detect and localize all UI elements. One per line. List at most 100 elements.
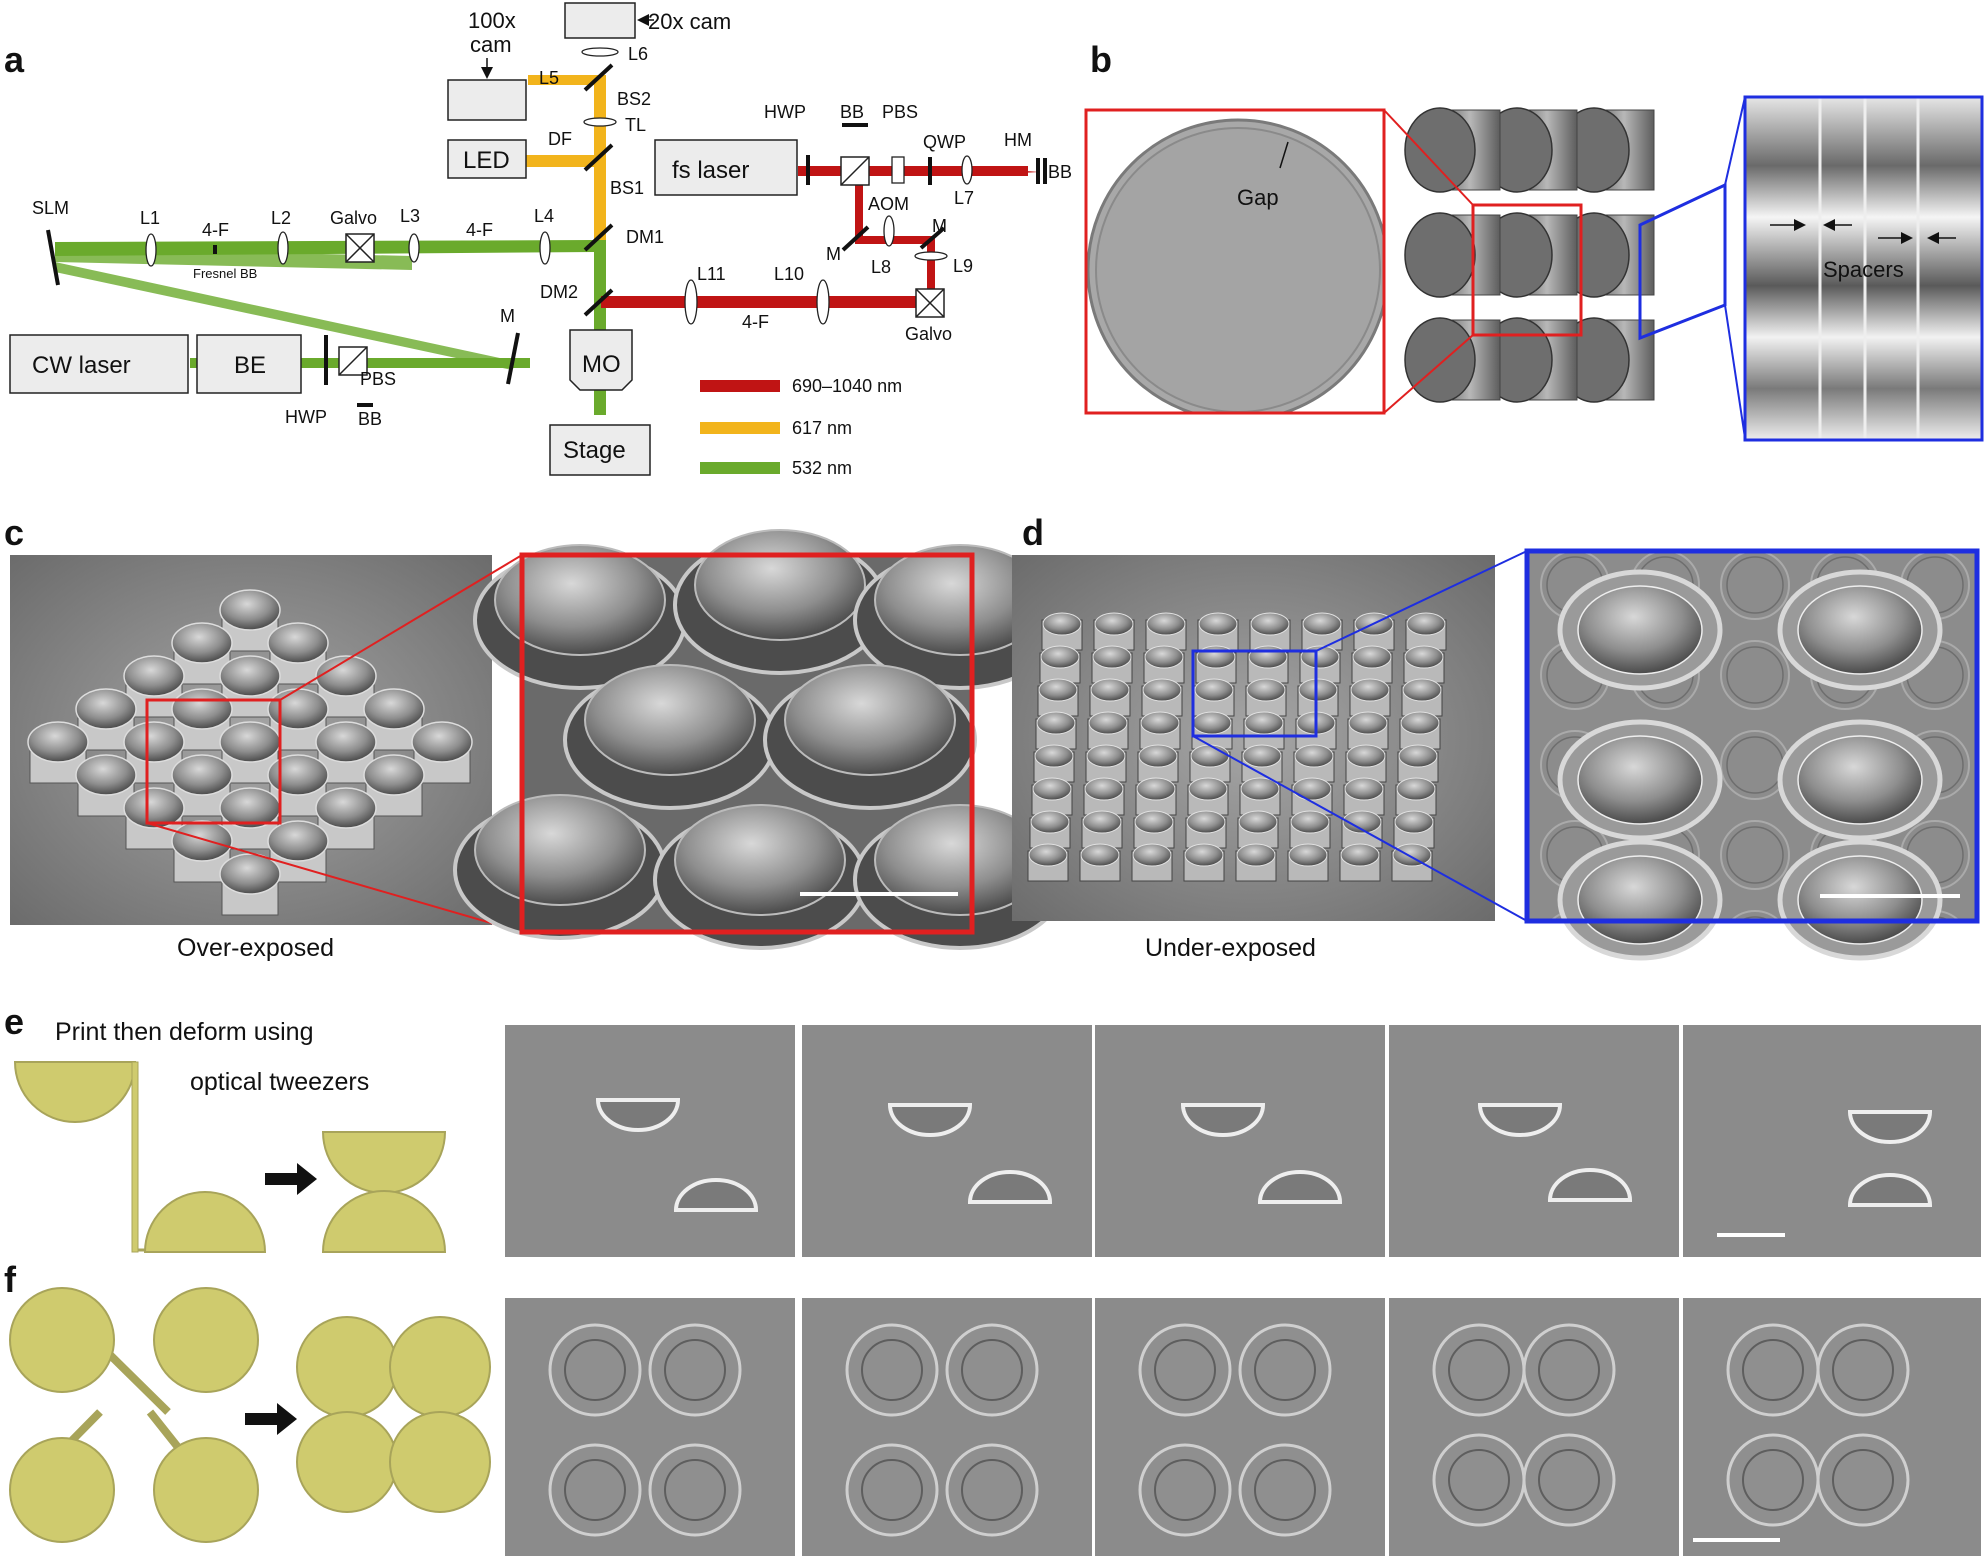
mirrors [46, 63, 1047, 407]
l7-label: L7 [954, 188, 974, 208]
grid-cell-dome [1142, 678, 1182, 702]
grid-cell-dome [1248, 645, 1288, 669]
ring-inner [1254, 1339, 1316, 1401]
cell-dome [123, 721, 185, 763]
connector-red-1 [1383, 109, 1474, 206]
zoom-cell-dome [784, 664, 956, 776]
df-label: DF [548, 129, 572, 149]
grid-cell-dome [1250, 612, 1290, 636]
l1-label: L1 [140, 208, 160, 228]
grid-cell-dome [1186, 810, 1226, 834]
zoom-gap-view: Gap [1084, 108, 1386, 415]
red-beam-path [601, 166, 1040, 308]
bs2 [583, 63, 614, 92]
grid-cell-dome [1396, 777, 1436, 801]
lens-l1 [145, 233, 157, 267]
panel-e-letter: e [4, 1001, 24, 1042]
cubes [338, 156, 945, 376]
camera-20x-box [564, 2, 636, 39]
zoom-cell-lens [1797, 855, 1923, 945]
cell-dome [315, 655, 377, 697]
grid-cell-dome [1244, 711, 1284, 735]
grid-cell-dome [1192, 711, 1232, 735]
grid-cell-dome [1302, 612, 1342, 636]
grid-cell-dome [1406, 612, 1446, 636]
ring-inner [1448, 1339, 1510, 1401]
zoom-cell-lens [1577, 735, 1703, 825]
zoom-cell-dome [694, 529, 866, 641]
slm-mirror [46, 229, 60, 286]
cell-dome [315, 787, 377, 829]
four-disc-printed-shape [9, 1287, 259, 1543]
gap-arrow-line [1279, 141, 1289, 169]
fs-laser-box [654, 139, 798, 196]
sem-c-zoom-frame [519, 552, 975, 935]
sem-c-connector-1 [279, 554, 523, 701]
stage-label: Stage [563, 437, 626, 464]
hwp-fs-label: HWP [764, 102, 806, 122]
ring-inner [961, 1459, 1023, 1521]
lens-l10 [816, 279, 830, 325]
cell-dome [267, 754, 329, 796]
legend-swatch-red [700, 380, 780, 392]
connector-blue-1 [1724, 96, 1746, 186]
semicircle-upper [1180, 1103, 1266, 1137]
semicircle-lower [673, 1178, 759, 1212]
grid-cell-dome [1292, 777, 1332, 801]
yellow-beam-100x [528, 75, 598, 85]
semicircle-upper [595, 1098, 681, 1132]
grid-cell-dome [1136, 777, 1176, 801]
l11-label: L11 [697, 264, 726, 284]
cell-dome [219, 721, 281, 763]
over-exposed-caption: Over-exposed [177, 934, 334, 962]
grid-cell-dome [1340, 843, 1380, 867]
ring-inner [1538, 1449, 1600, 1511]
ring-inner [564, 1459, 626, 1521]
stage-box [549, 424, 651, 476]
ring-inner [1832, 1339, 1894, 1401]
beam-legend: 690–1040 nm 617 nm 532 nm [700, 376, 902, 478]
ring-outer [648, 1443, 742, 1537]
grid-cell-dome [1394, 810, 1434, 834]
grid-cell-dome [1198, 612, 1238, 636]
tweezer-frame-e [505, 1025, 795, 1257]
ring-outer [548, 1443, 642, 1537]
cell-dome [27, 721, 89, 763]
tweezer-frame-e [802, 1025, 1092, 1257]
l2-label: L2 [271, 208, 291, 228]
beam-expander-label: BE [234, 352, 266, 379]
sem-d-connector-1 [1315, 550, 1528, 652]
zoom-cell-lens [1797, 585, 1923, 675]
fs-laser-label: fs laser [672, 157, 749, 184]
qwp-label: QWP [923, 132, 966, 152]
l9-label: L9 [953, 256, 973, 276]
ring-inner [564, 1339, 626, 1401]
tweezer-frame-f [505, 1298, 795, 1556]
fourf-2-label: 4-F [466, 220, 493, 240]
grid-cell-dome [1034, 744, 1074, 768]
ring-outer [945, 1443, 1039, 1537]
semicircle-lower [967, 1170, 1053, 1204]
grid-cell-dome [1288, 843, 1328, 867]
grid-cell-dome [1352, 645, 1392, 669]
dm2-label: DM2 [540, 282, 578, 302]
ring-outer [1522, 1323, 1616, 1417]
semicircle-upper [1477, 1103, 1563, 1137]
panel-e-title-line1: Print then deform using [55, 1018, 313, 1046]
grid-cell-dome [1242, 744, 1282, 768]
ring-inner [1154, 1459, 1216, 1521]
ring-outer [1138, 1323, 1232, 1417]
cell-dome [171, 622, 233, 664]
cell-dome [75, 754, 137, 796]
grid-cell-dome [1346, 744, 1386, 768]
cw-laser-label: CW laser [32, 352, 131, 379]
grid-cell-dome [1134, 810, 1174, 834]
cell-dome [267, 820, 329, 862]
ring-outer [945, 1323, 1039, 1417]
semicircle-printed-shape [13, 1061, 267, 1253]
ring-outer [1432, 1323, 1526, 1417]
panel-f-letter: f [4, 1259, 17, 1300]
grid-cell-dome [1132, 843, 1172, 867]
grid-cell-dome [1294, 744, 1334, 768]
